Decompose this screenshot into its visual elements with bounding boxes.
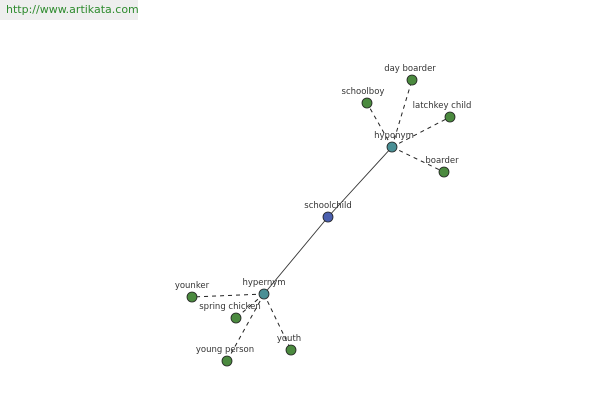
- node-youth[interactable]: [285, 344, 297, 356]
- node-label-schoolboy: schoolboy: [342, 87, 385, 97]
- node-hyponym[interactable]: [386, 141, 398, 153]
- node-label-schoolchild: schoolchild: [304, 201, 351, 211]
- node-boarder[interactable]: [438, 166, 450, 178]
- edge-hyponym-boarder: [391, 146, 445, 173]
- node-label-hyponym: hyponym: [374, 131, 414, 141]
- node-day-boarder[interactable]: [406, 74, 418, 86]
- node-hypernym[interactable]: [258, 288, 270, 300]
- node-label-hypernym: hypernym: [242, 278, 285, 288]
- node-spring-chicken[interactable]: [230, 312, 242, 324]
- node-label-younker: younker: [175, 281, 210, 291]
- edge-hypernym-spring-chicken: [235, 293, 265, 319]
- graph-edges: [191, 79, 451, 362]
- graph-nodes: [186, 74, 456, 367]
- node-label-young-person: young person: [196, 345, 254, 355]
- edge-hyponym-latchkey-child: [391, 116, 451, 148]
- node-schoolchild[interactable]: [322, 211, 334, 223]
- node-latchkey-child[interactable]: [444, 111, 456, 123]
- node-label-latchkey-child: latchkey child: [413, 101, 472, 111]
- node-younker[interactable]: [186, 291, 198, 303]
- node-label-day-boarder: day boarder: [384, 64, 436, 74]
- edge-hyponym-schoolboy: [366, 102, 393, 148]
- graph-labels: schoolchild hyponym hypernym day boarder sch…: [175, 64, 472, 355]
- node-schoolboy[interactable]: [361, 97, 373, 109]
- node-label-youth: youth: [277, 334, 301, 344]
- edge-hyponym-day-boarder: [391, 79, 413, 148]
- edge-hypernym-younker: [191, 293, 265, 298]
- edge-schoolchild-hypernym: [263, 216, 329, 295]
- node-young-person[interactable]: [221, 355, 233, 367]
- node-label-boarder: boarder: [425, 156, 459, 166]
- node-label-spring-chicken: spring chicken: [199, 302, 261, 312]
- edge-schoolchild-hyponym: [327, 146, 393, 218]
- watermark-url: http://www.artikata.com: [0, 0, 138, 20]
- edge-hypernym-youth: [263, 293, 292, 351]
